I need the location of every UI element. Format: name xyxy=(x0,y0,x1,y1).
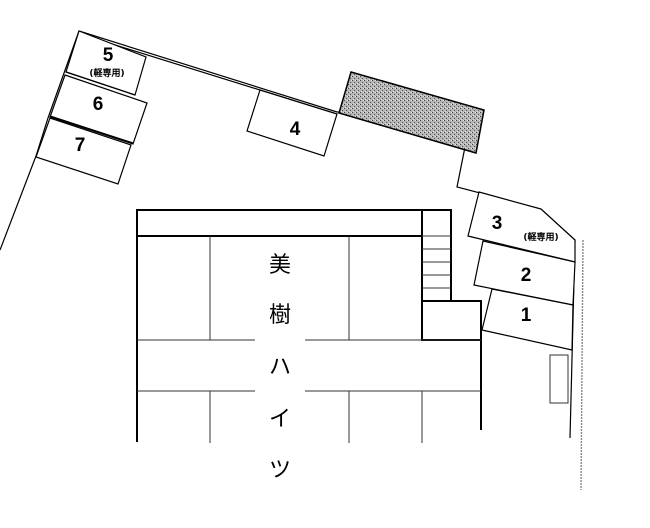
parking-number-4: 4 xyxy=(290,119,301,140)
parking-number-1: 1 xyxy=(521,305,532,326)
building-name-char-2: 樹 xyxy=(269,303,291,328)
building-name-char-5: ツ xyxy=(269,458,291,483)
parking-number-2: 2 xyxy=(521,265,532,286)
parking-number-5: 5 xyxy=(103,45,114,66)
building-name-char-1: 美 xyxy=(269,253,291,278)
parking-space-6[interactable]: 6 xyxy=(49,71,148,145)
utility-box xyxy=(549,354,569,404)
building-name-char-4: イ xyxy=(269,407,291,432)
parking-space-7[interactable]: 7 xyxy=(35,115,134,185)
parking-note-5: (軽専用) xyxy=(89,67,124,79)
building: 美 樹 ハ イ ツ xyxy=(136,209,482,483)
parking-number-6: 6 xyxy=(93,94,104,115)
parking-space-4[interactable]: 4 xyxy=(246,89,338,157)
parking-space-1[interactable]: 1 xyxy=(481,288,574,351)
parking-space-3[interactable]: 3 (軽専用) xyxy=(467,191,576,263)
parking-number-7: 7 xyxy=(75,135,86,156)
building-name-char-3: ハ xyxy=(269,355,291,380)
parking-note-3: (軽専用) xyxy=(523,231,558,243)
parking-number-3: 3 xyxy=(492,213,503,234)
shaded-area xyxy=(338,71,485,154)
